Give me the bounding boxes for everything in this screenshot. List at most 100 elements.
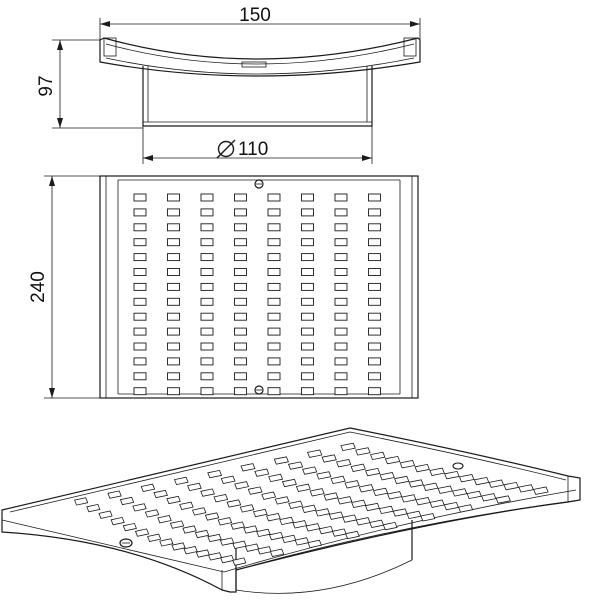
grate-slot xyxy=(295,483,311,492)
grate-slot xyxy=(288,500,304,509)
grate-slot xyxy=(420,513,436,522)
grate-slot xyxy=(207,552,223,561)
diameter-symbol-icon xyxy=(216,139,236,159)
grate-slot xyxy=(167,208,180,217)
grate-slot xyxy=(488,479,505,488)
grate-slot xyxy=(294,537,310,546)
grate-slot xyxy=(220,554,235,564)
grate-slot xyxy=(74,497,89,506)
grate-slot xyxy=(301,282,314,291)
grate-slot xyxy=(344,480,360,489)
grate-slot xyxy=(133,282,147,291)
grate-slot xyxy=(133,223,147,232)
grate-slot xyxy=(140,483,156,492)
grate-slot xyxy=(119,496,135,506)
grate-slot xyxy=(368,208,381,217)
grate-slot xyxy=(368,327,381,336)
grate-slot xyxy=(267,342,281,351)
side-profile-view: 150 97 110 xyxy=(36,5,421,164)
grate-slot xyxy=(392,508,408,517)
grate-slot xyxy=(334,372,348,381)
grate-slot xyxy=(167,253,180,262)
grate-slot xyxy=(365,467,381,477)
grate-slot xyxy=(200,268,214,276)
grate-slot xyxy=(267,297,281,306)
grate-slot xyxy=(330,475,346,485)
grate-slot xyxy=(171,542,186,551)
grate-slot xyxy=(200,297,214,306)
grate-slot xyxy=(244,543,260,552)
grate-slot xyxy=(226,499,242,508)
grate-slot xyxy=(191,507,207,516)
grate-slot xyxy=(257,546,272,555)
screw-icon xyxy=(452,462,464,470)
grate-slot xyxy=(369,519,385,528)
grate-slot xyxy=(368,193,381,202)
grate-slot xyxy=(503,481,519,491)
grate-slot xyxy=(355,447,371,456)
isometric-grate-slots xyxy=(74,442,549,566)
grate-slot xyxy=(414,463,430,473)
grate-slot xyxy=(309,488,325,497)
grate-slot xyxy=(167,238,180,247)
grate-slot xyxy=(183,546,198,555)
grate-slot xyxy=(134,528,150,537)
grate-slot xyxy=(234,282,247,291)
grate-slot xyxy=(200,312,214,321)
grate-slot xyxy=(473,476,490,486)
grate-slot xyxy=(240,463,256,472)
grate-slot xyxy=(200,488,215,497)
grate-slot xyxy=(301,504,317,513)
grate-slot xyxy=(334,238,348,247)
grate-slot xyxy=(266,513,281,522)
grate-slot xyxy=(133,372,147,381)
grate-slot xyxy=(243,525,258,534)
grate-slot xyxy=(273,456,289,465)
grate-slot xyxy=(368,297,381,306)
grate-slot xyxy=(195,549,210,558)
grate-slot xyxy=(267,238,281,247)
grate-slot xyxy=(167,357,180,366)
grate-slot xyxy=(334,312,348,321)
grate-slot xyxy=(200,327,214,336)
grate-slot xyxy=(267,327,281,336)
grate-slot xyxy=(232,540,247,549)
grate-slot xyxy=(394,475,410,485)
grate-slot xyxy=(444,470,460,480)
dimension-height-label: 97 xyxy=(36,75,57,96)
screw-icon xyxy=(119,538,133,548)
grate-slot xyxy=(132,503,147,512)
grate-slot xyxy=(267,282,281,291)
grate-slot xyxy=(200,357,214,366)
grate-slot xyxy=(331,528,347,537)
grate-slot xyxy=(334,193,348,202)
grate-slot xyxy=(368,312,381,321)
grate-slot xyxy=(182,525,197,534)
grate-slot xyxy=(220,475,236,484)
grate-slot xyxy=(234,238,247,247)
grate-slot xyxy=(305,523,321,532)
grate-slot xyxy=(415,497,431,506)
grate-slot xyxy=(334,357,348,366)
grate-slot xyxy=(179,501,194,510)
grate-slot xyxy=(287,461,304,470)
dimension-length-label: 240 xyxy=(28,271,49,303)
grate-slot xyxy=(234,297,247,306)
grate-slot xyxy=(274,496,290,505)
grate-slot xyxy=(368,372,381,381)
grate-slot xyxy=(345,530,360,540)
grate-slot xyxy=(167,297,180,306)
grate-slot xyxy=(200,223,214,232)
grate-slot xyxy=(194,529,210,539)
grate-slot xyxy=(167,387,180,396)
grate-slot xyxy=(301,312,314,321)
grate-slot xyxy=(234,253,247,262)
grate-slot xyxy=(350,463,366,472)
grate-slot xyxy=(267,193,281,202)
grate-slot xyxy=(167,372,180,381)
grate-slot xyxy=(340,442,356,452)
grate-slot xyxy=(368,357,381,366)
grate-slot xyxy=(207,533,222,543)
grate-slot xyxy=(301,253,314,262)
grate-slot xyxy=(372,487,389,497)
